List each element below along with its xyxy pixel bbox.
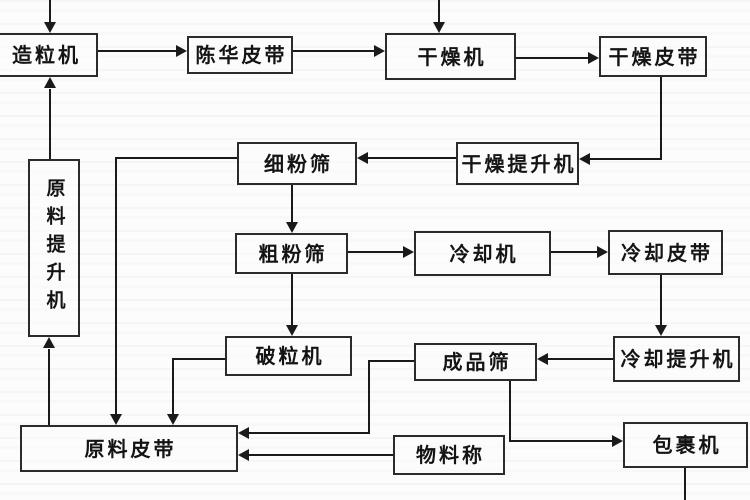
edge-coolingbelt-coolingelevator-line [660,275,662,326]
arrow-down-icon [167,414,179,425]
edge-productsieve-rawbelt-line [368,360,370,433]
arrow-right-icon [588,52,599,64]
arrow-right-icon [597,246,608,258]
arrow-up-icon [43,337,55,348]
edge-productsieve-wrapper-line [509,440,612,442]
arrow-down-icon [110,414,122,425]
edge-finesieve-rawbelt-line [116,157,237,159]
edge-productsieve-wrapper-line [509,381,511,442]
edge-dryingbelt-dryingelevator-line [590,158,662,160]
arrow-right-icon [612,435,623,447]
node-material-scale: 物料称 [393,435,505,475]
node-cooling-belt: 冷却皮带 [608,230,723,275]
edge-crusher-rawbelt-line [172,358,174,415]
arrow-down-icon [655,325,667,336]
edge-productsieve-rawbelt-line [249,432,370,434]
node-drying-belt: 干燥皮带 [599,36,707,77]
edge-crusher-rawbelt-line [172,358,225,360]
node-cooler: 冷却机 [414,231,551,276]
edge-rawelevator-granulator-line [49,89,51,159]
edge-coarsesieve-cooler-line [348,251,404,253]
arrow-down-icon [44,22,56,33]
arrow-right-icon [403,246,414,258]
edge-coolingelevator-productsieve-line [548,358,613,360]
edge-rawbelt-rawelevator-line [48,349,50,425]
edge-cooler-coolingbelt-line [551,251,598,253]
arrow-up-icon [44,77,56,88]
arrow-down-icon [286,222,298,233]
arrow-left-icon [238,449,249,461]
arrow-left-icon [238,427,249,439]
edge-granulator-agingbelt-line [98,50,178,52]
node-raw-elevator: 原料提升机 [28,159,80,337]
edge-agingbelt-dryer-line [293,50,377,52]
edge-dryingbelt-dryingelevator-line [660,77,662,160]
edge-productsieve-rawbelt-line [368,360,414,362]
edge-scale-rawbelt-line [249,454,393,456]
node-raw-belt: 原料皮带 [20,425,238,472]
edge-dryer-dryingbelt-line [516,57,590,59]
edge-feed-dryer-line [438,0,440,24]
node-wrapping-machine: 包裹机 [623,422,748,468]
node-fine-sieve: 细粉筛 [237,142,357,185]
arrow-down-icon [286,325,298,336]
edge-dryingelevator-finesieve-line [368,157,456,159]
node-aging-belt: 陈华皮带 [187,36,293,74]
node-product-sieve: 成品筛 [414,343,537,381]
edge-finesieve-rawbelt-line [115,157,117,415]
node-coarse-sieve: 粗粉筛 [235,233,348,274]
node-crusher: 破粒机 [225,336,352,376]
edge-wrapper-out-line [684,468,686,500]
edge-coarsesieve-crusher-line [291,274,293,326]
node-cooling-elevator: 冷却提升机 [613,336,740,382]
arrow-down-icon [433,22,445,33]
arrow-right-icon [176,45,187,57]
edge-finesieve-coarsesieve-line [291,185,293,223]
edge-feed-granulator-line [49,0,51,24]
arrow-left-icon [357,152,368,164]
node-dryer: 干燥机 [385,33,516,80]
arrow-left-icon [537,353,548,365]
node-granulator: 造粒机 [0,33,98,77]
node-drying-elevator: 干燥提升机 [456,142,579,185]
arrow-right-icon [374,45,385,57]
arrow-left-icon [579,153,590,165]
